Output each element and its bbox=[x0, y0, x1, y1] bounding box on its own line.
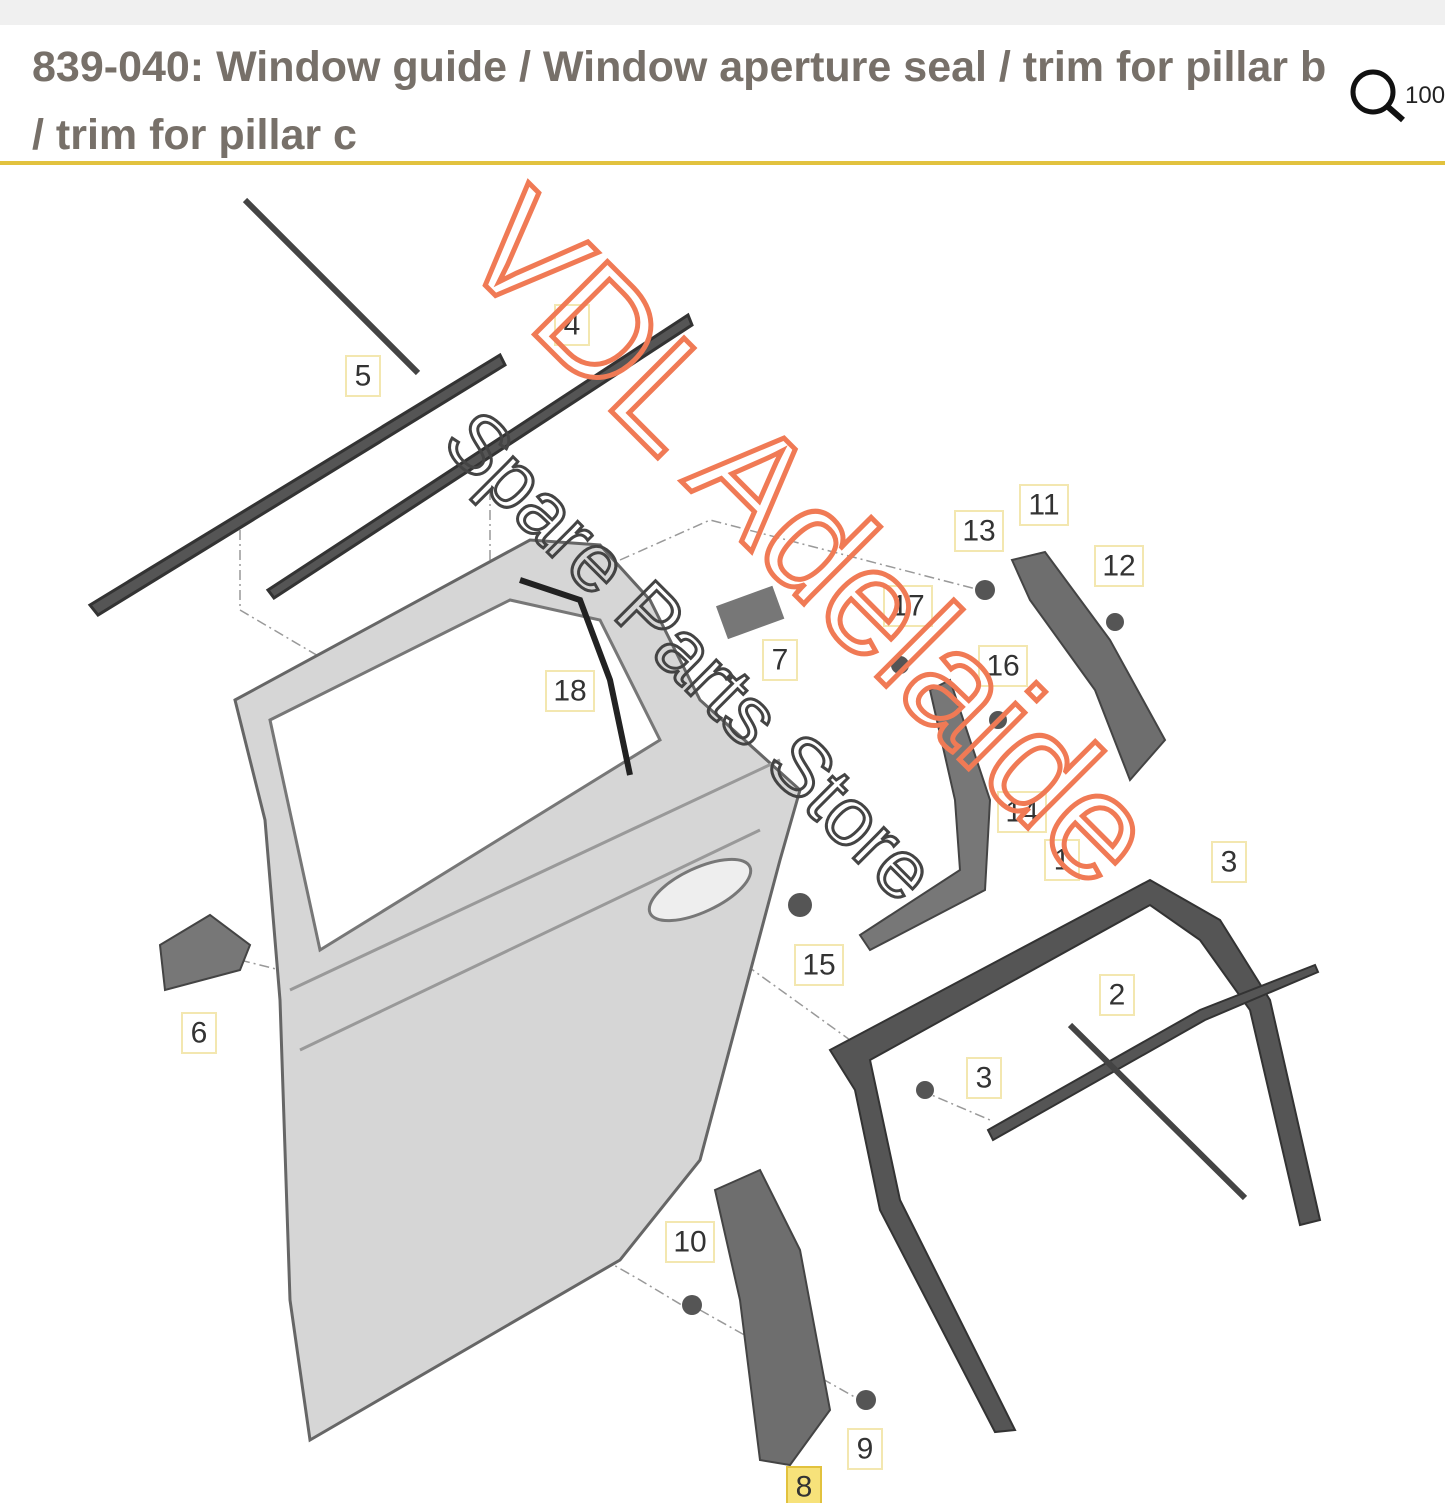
svg-text:5: 5 bbox=[355, 360, 372, 393]
svg-text:3: 3 bbox=[976, 1062, 993, 1095]
svg-text:13: 13 bbox=[962, 515, 995, 548]
callout-18[interactable]: 18 bbox=[545, 670, 595, 712]
svg-text:1: 1 bbox=[1054, 844, 1071, 877]
svg-text:9: 9 bbox=[857, 1433, 874, 1466]
magnifier-icon[interactable] bbox=[1345, 68, 1445, 128]
diagram-header: 839-040: Window guide / Window aperture … bbox=[0, 25, 1445, 165]
zoom-level: 100 bbox=[1405, 82, 1445, 109]
callout-15[interactable]: 15 bbox=[794, 944, 844, 986]
part-14-pillar-trim bbox=[858, 678, 992, 952]
callout-7[interactable]: 7 bbox=[762, 639, 798, 681]
callout-1[interactable]: 1 bbox=[1044, 839, 1080, 881]
callout-3-upper[interactable]: 3 bbox=[1211, 841, 1247, 883]
part-5-outer-seal bbox=[87, 352, 507, 617]
callout-11[interactable]: 11 bbox=[1019, 484, 1069, 526]
callout-4[interactable]: 4 bbox=[554, 304, 590, 346]
page-title: 839-040: Window guide / Window aperture … bbox=[32, 43, 1327, 159]
callout-9[interactable]: 9 bbox=[847, 1428, 883, 1470]
svg-text:11: 11 bbox=[1028, 489, 1059, 522]
svg-text:8: 8 bbox=[796, 1471, 813, 1503]
part-2-seal bbox=[986, 963, 1320, 1142]
part-18-window-guide bbox=[519, 577, 633, 776]
svg-text:17: 17 bbox=[891, 590, 924, 623]
svg-text:14: 14 bbox=[1005, 796, 1038, 829]
svg-text:10: 10 bbox=[673, 1226, 706, 1259]
callout-13[interactable]: 13 bbox=[954, 510, 1004, 552]
decor-slash bbox=[1067, 1022, 1248, 1201]
svg-text:15: 15 bbox=[802, 949, 835, 982]
callout-6[interactable]: 6 bbox=[181, 1012, 217, 1054]
svg-text:7: 7 bbox=[772, 644, 789, 677]
svg-text:18: 18 bbox=[553, 675, 586, 708]
callout-2[interactable]: 2 bbox=[1099, 974, 1135, 1016]
part-11-pillar-c-trim bbox=[1010, 550, 1167, 782]
callout-12[interactable]: 12 bbox=[1094, 545, 1144, 587]
part-1-window-guide bbox=[828, 878, 1322, 1434]
part-8-pillar-b-trim bbox=[713, 1168, 832, 1467]
part-6-cover bbox=[158, 913, 252, 992]
part-4-inner-seal bbox=[265, 312, 694, 601]
svg-text:2: 2 bbox=[1109, 979, 1126, 1012]
top-bar bbox=[0, 0, 1445, 25]
decor-slash bbox=[242, 197, 421, 376]
svg-text:12: 12 bbox=[1102, 550, 1135, 583]
callout-8-selected[interactable]: 8 bbox=[786, 1466, 822, 1503]
callout-3-lower[interactable]: 3 bbox=[966, 1057, 1002, 1099]
callout-14[interactable]: 14 bbox=[997, 791, 1047, 833]
svg-text:3: 3 bbox=[1221, 846, 1238, 879]
svg-text:4: 4 bbox=[564, 309, 581, 342]
callout-5[interactable]: 5 bbox=[345, 355, 381, 397]
svg-text:16: 16 bbox=[986, 650, 1019, 683]
svg-text:6: 6 bbox=[191, 1017, 208, 1050]
fasteners bbox=[682, 580, 1124, 1410]
callout-16[interactable]: 16 bbox=[978, 645, 1028, 687]
part-7-clip bbox=[715, 585, 785, 640]
callout-17[interactable]: 17 bbox=[883, 585, 933, 627]
door-handle-recess bbox=[647, 857, 753, 923]
door-lines bbox=[289, 758, 781, 1052]
callout-10[interactable]: 10 bbox=[665, 1221, 715, 1263]
